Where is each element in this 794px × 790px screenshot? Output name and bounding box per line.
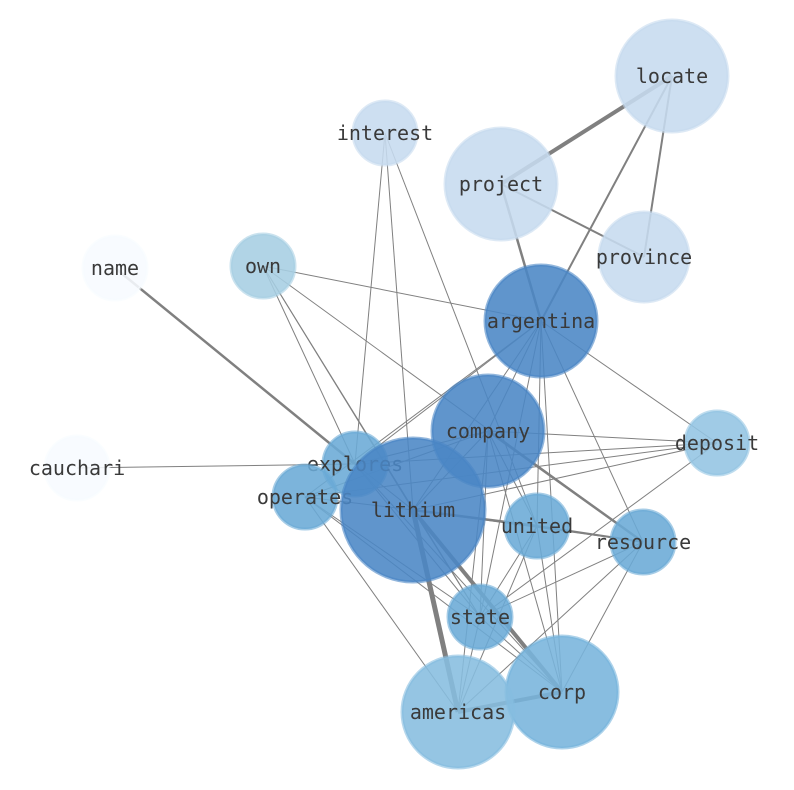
node-label-argentina: argentina [487,309,595,333]
node-interest[interactable]: interest [337,99,433,167]
node-circle-interest[interactable] [351,99,419,167]
node-label-company: company [446,419,530,443]
node-state[interactable]: state [446,583,514,651]
node-label-cauchari: cauchari [29,456,125,480]
node-locate[interactable]: locate [614,18,730,134]
node-circle-argentina[interactable] [483,263,599,379]
node-americas[interactable]: americas [400,654,516,770]
edge-deposit-state [479,442,718,618]
node-operates[interactable]: operates [257,463,353,531]
node-argentina[interactable]: argentina [483,263,599,379]
node-resource[interactable]: resource [595,508,691,576]
node-united[interactable]: united [501,492,573,560]
node-label-deposit: deposit [675,431,759,455]
node-own[interactable]: own [229,232,297,300]
node-lithium[interactable]: lithium [339,436,487,584]
node-label-own: own [245,254,281,278]
node-project[interactable]: project [443,126,559,242]
node-label-interest: interest [337,121,433,145]
edge-own-explores [262,265,356,465]
node-layer: locate interest project province name own arge… [29,18,759,770]
node-label-united: united [501,514,573,538]
node-cauchari[interactable]: cauchari [29,434,125,502]
node-circle-state[interactable] [446,583,514,651]
node-label-name: name [91,256,139,280]
node-circle-lithium[interactable] [339,436,487,584]
node-circle-united[interactable] [503,492,571,560]
node-circle-name[interactable] [81,234,149,302]
node-label-operates: operates [257,485,353,509]
node-label-locate: locate [636,64,708,88]
node-circle-locate[interactable] [614,18,730,134]
node-label-americas: americas [410,700,506,724]
node-circle-americas[interactable] [400,654,516,770]
node-deposit[interactable]: deposit [675,409,759,477]
node-circle-project[interactable] [443,126,559,242]
edge-layer [76,74,718,714]
node-circle-province[interactable] [597,210,691,304]
node-label-corp: corp [538,680,586,704]
node-label-state: state [450,605,510,629]
edge-interest-explores [354,132,386,465]
node-circle-own[interactable] [229,232,297,300]
node-circle-cauchari[interactable] [43,434,111,502]
node-label-province: province [596,245,692,269]
node-circle-deposit[interactable] [683,409,751,477]
node-circle-operates[interactable] [271,463,339,531]
node-circle-resource[interactable] [609,508,677,576]
node-label-lithium: lithium [371,498,455,522]
edge-name-explores [114,267,356,465]
node-corp[interactable]: corp [504,634,620,750]
node-label-resource: resource [595,530,691,554]
node-province[interactable]: province [596,210,692,304]
node-name[interactable]: name [81,234,149,302]
node-label-project: project [459,172,543,196]
